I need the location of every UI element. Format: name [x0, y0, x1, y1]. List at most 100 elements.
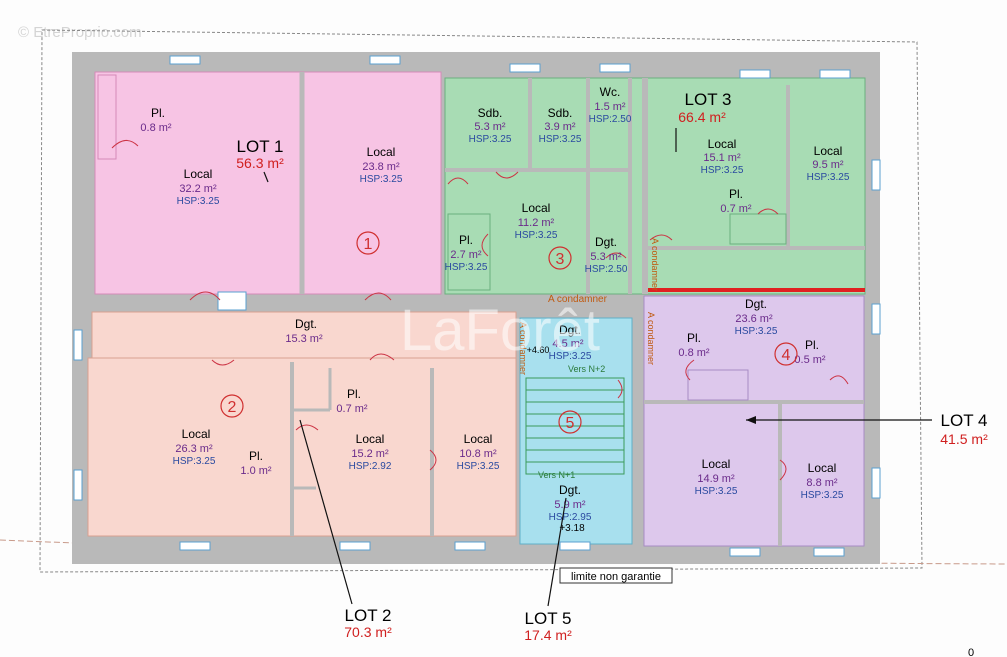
room-area: 15.3 m²: [285, 333, 323, 345]
room-hsp: HSP:3.25: [469, 134, 512, 145]
door-swings: [111, 140, 849, 481]
corner-mark: 0: [968, 647, 974, 657]
room-area: 1.0 m²: [240, 465, 272, 477]
room-hsp: HSP:3.25: [445, 262, 488, 273]
stair-note-up: Vers N+2: [568, 364, 605, 374]
lot5-number: 5: [566, 415, 575, 432]
room-area: 8.8 m²: [806, 477, 838, 489]
room-name: Sdb.: [478, 106, 503, 120]
room-hsp: HSP:3.25: [695, 486, 738, 497]
room-area: 3.9 m²: [544, 121, 576, 133]
lot4-number: 4: [782, 347, 791, 364]
room-area: 15.1 m²: [703, 152, 741, 164]
lot5-label: LOT 5: [525, 609, 572, 628]
property-boundary: [39, 29, 923, 573]
room-hsp: HSP:3.25: [539, 134, 582, 145]
room-area: 4.5 m²: [552, 338, 584, 350]
room-name: Dgt.: [595, 235, 617, 249]
limit-note: limite non garantie: [571, 571, 661, 583]
condemn-note-vertical-2: A condamner: [646, 312, 656, 365]
room-area: 0.7 m²: [336, 403, 368, 415]
condemn-note-vertical: A condamner: [650, 238, 660, 291]
lot3-area-label: 66.4 m²: [678, 109, 726, 125]
room-name: Local: [708, 137, 737, 151]
arrow-head: [746, 416, 756, 424]
room-hsp: HSP:3.25: [457, 461, 500, 472]
room-name: Local: [814, 144, 843, 158]
room-area: 5.3 m²: [474, 121, 506, 133]
room-name: Local: [702, 457, 731, 471]
room-name: Dgt.: [559, 483, 581, 497]
room-area: 0.5 m²: [794, 354, 826, 366]
lot1-area: [94, 71, 442, 295]
lot2-corridor: [91, 311, 517, 367]
condemn-note-vertical-3: A condamner: [518, 322, 528, 375]
room-area: 23.8 m²: [362, 161, 400, 173]
room-name: Dgt.: [559, 323, 581, 337]
room-hsp: HSP:2.50: [585, 264, 628, 275]
room-name: Pl.: [687, 331, 701, 345]
lot4-label: LOT 4: [941, 411, 988, 430]
room-labels: Pl. 0.8 m² Local 32.2 m² HSP:3.25 Local …: [140, 85, 849, 534]
limit-box: [559, 567, 673, 584]
room-name: Local: [182, 427, 211, 441]
room-hsp: HSP:3.25: [173, 456, 216, 467]
room-area: 0.8 m²: [140, 122, 172, 134]
room-name: Pl.: [729, 187, 743, 201]
room-hsp: HSP:2.50: [589, 114, 632, 125]
lot1-number: 1: [364, 236, 373, 253]
room-area: 0.7 m²: [720, 203, 752, 215]
room-name: Local: [464, 432, 493, 446]
lot1-label: LOT 1: [237, 137, 284, 156]
lot2-area: [87, 357, 517, 537]
room-name: Pl.: [151, 106, 165, 120]
condemn-note: A condamner: [548, 294, 608, 305]
room-area: 23.6 m²: [735, 313, 773, 325]
room-name: Dgt.: [745, 297, 767, 311]
room-name: Wc.: [600, 85, 621, 99]
room-name: Local: [808, 461, 837, 475]
room-name: Pl.: [347, 387, 361, 401]
room-area: 10.8 m²: [459, 448, 497, 460]
room-name: Pl.: [805, 338, 819, 352]
room-hsp: HSP:3.25: [807, 172, 850, 183]
room-hsp: HSP:3.25: [177, 196, 220, 207]
room-hsp: HSP:3.25: [701, 165, 744, 176]
room-name: Local: [356, 432, 385, 446]
room-area: 11.2 m²: [518, 217, 555, 229]
stair-treads: [526, 389, 624, 463]
lot5-area-label: 17.4 m²: [524, 627, 572, 643]
lot1-area-label: 56.3 m²: [236, 155, 284, 171]
room-hsp: HSP:3.25: [801, 490, 844, 501]
placard-3b: [729, 213, 787, 245]
room-area: 0.8 m²: [678, 347, 710, 359]
room-name: Sdb.: [548, 106, 573, 120]
room-name: Local: [522, 201, 551, 215]
lot2-label: LOT 2: [345, 606, 392, 625]
placard-4: [687, 369, 749, 401]
lot3-label: LOT 3: [685, 90, 732, 109]
windows: [73, 55, 881, 557]
room-area: 15.2 m²: [351, 448, 389, 460]
room-level: +4.60: [527, 345, 550, 355]
room-area: 1.5 m²: [594, 101, 626, 113]
room-name: Dgt.: [295, 317, 317, 331]
lot2-area-label: 70.3 m²: [344, 624, 392, 640]
room-name: Local: [184, 167, 213, 181]
room-area: 9.5 m²: [812, 159, 844, 171]
lot-number-markers: 1 3 2 4 5: [220, 231, 798, 434]
lot4-area-label: 41.5 m²: [940, 431, 988, 447]
lot3-number: 3: [556, 251, 565, 268]
room-area: 32.2 m²: [179, 183, 217, 195]
room-area: 14.9 m²: [697, 473, 735, 485]
site-watermark: © EtreProprio.com: [18, 24, 142, 41]
room-hsp: HSP:3.25: [515, 230, 558, 241]
room-level: +3.18: [559, 523, 585, 534]
room-hsp: HSP:3.25: [360, 174, 403, 185]
lot2-number: 2: [228, 399, 237, 416]
room-area: 5.3 m²: [590, 251, 622, 263]
room-name: Pl.: [459, 233, 473, 247]
leader-lines: [263, 128, 932, 607]
